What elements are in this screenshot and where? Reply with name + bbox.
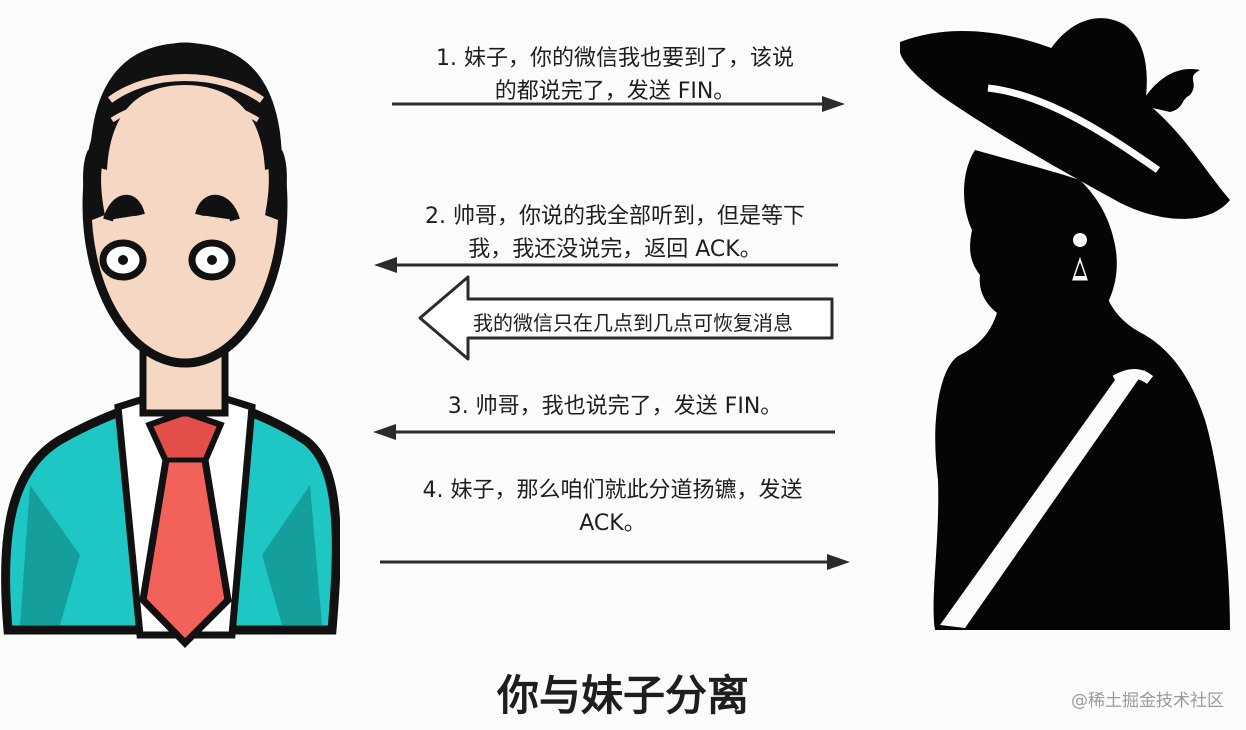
hat-feather (1140, 69, 1200, 112)
message-1: 1. 妹子，你的微信我也要到了，该说 的都说完了，发送 FIN。 (395, 42, 835, 108)
watermark: @稀土掘金技术社区 (1071, 691, 1224, 711)
note-text: 我的微信只在几点到几点可恢复消息 (473, 311, 793, 335)
message-2-line2: 我，我还没说完，返回 ACK。 (468, 237, 762, 262)
message-1-line1: 1. 妹子，你的微信我也要到了，该说 (436, 46, 794, 71)
message-1-line2: 的都说完了，发送 FIN。 (494, 79, 736, 104)
message-2-line1: 2. 帅哥，你说的我全部听到，但是等下 (425, 204, 805, 229)
hat-brim (900, 31, 1230, 219)
message-4-line1: 4. 妹子，那么咱们就此分道扬镳，发送 (422, 478, 803, 503)
message-4-line2: ACK。 (579, 511, 646, 536)
sash (940, 370, 1145, 628)
hat-crown (1050, 18, 1147, 115)
note-big-arrow (418, 275, 834, 361)
message-3-line1: 3. 帅哥，我也说完了，发送 FIN。 (447, 394, 783, 419)
diagram-title: 你与妹子分离 (496, 671, 749, 720)
message-2: 2. 帅哥，你说的我全部听到，但是等下 我，我还没说完，返回 ACK。 (380, 200, 850, 266)
arrow-ack-4 (380, 554, 850, 570)
message-4: 4. 妹子，那么咱们就此分道扬镳，发送 ACK。 (375, 474, 850, 540)
arrow-fin-1 (392, 96, 845, 112)
arrow-fin-3 (373, 424, 835, 440)
woman-silhouette (900, 18, 1230, 630)
earring-stud (1073, 233, 1087, 247)
man-illustration (1, 42, 340, 648)
message-3: 3. 帅哥，我也说完了，发送 FIN。 (380, 390, 850, 423)
arrow-ack-2 (374, 257, 838, 273)
man-hair (90, 43, 282, 170)
